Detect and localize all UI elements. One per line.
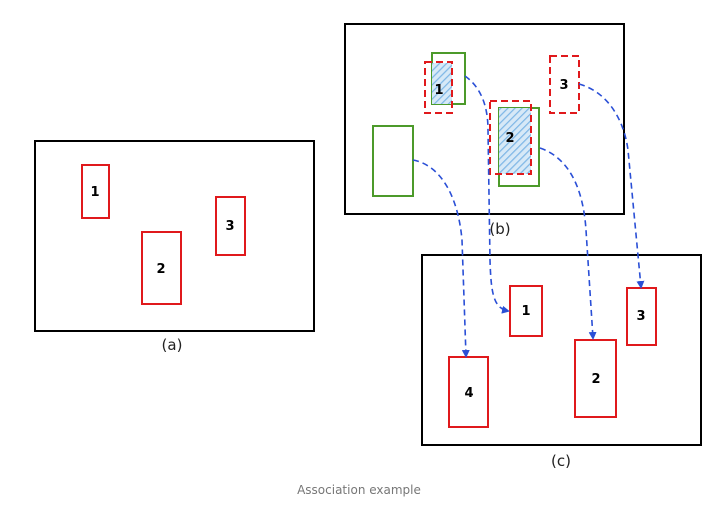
panel-c: 1 2 3 4 (c)	[421, 254, 702, 470]
arrow-box-2	[539, 147, 597, 340]
panel-c-frame	[421, 254, 702, 446]
panel-b-overlap-2	[499, 108, 531, 174]
panel-a-box-1	[81, 164, 110, 219]
figure-caption: Association example	[297, 483, 421, 497]
panel-c-box-1	[509, 285, 543, 337]
association-arrows	[412, 75, 645, 358]
panel-a-box-1-label: 1	[90, 185, 99, 200]
panel-a-box-3	[215, 196, 246, 256]
panel-a-caption: (a)	[162, 336, 183, 354]
panel-c-box-1-label: 1	[521, 304, 530, 319]
panel-b-caption: (b)	[489, 220, 510, 238]
panel-b-detection-box-2	[489, 100, 532, 175]
panel-c-box-4-label: 4	[464, 386, 473, 401]
panel-c-box-2	[574, 339, 617, 418]
panel-b-detection-box-1	[424, 61, 453, 114]
panel-a: 1 2 3 (a)	[34, 140, 315, 354]
panel-c-box-2-label: 2	[591, 372, 600, 387]
panel-b-overlap-1	[432, 63, 452, 104]
arrow-unmatched-to-box-4	[412, 159, 470, 358]
panel-b-prediction-box-unmatched	[372, 125, 414, 197]
panel-a-box-3-label: 3	[225, 219, 234, 234]
panel-b-box-2-label: 2	[505, 131, 514, 146]
panel-c-caption: (c)	[551, 452, 571, 470]
panel-b-box-1-label: 1	[434, 83, 443, 98]
panel-b: 1 2 3 (b)	[344, 23, 625, 238]
panel-b-box-3-label: 3	[559, 78, 568, 93]
panel-a-box-2-label: 2	[156, 262, 165, 277]
arrow-box-3	[578, 83, 645, 289]
panel-a-box-2	[141, 231, 182, 305]
panel-a-frame	[34, 140, 315, 332]
panel-b-frame	[344, 23, 625, 215]
panel-c-box-3-label: 3	[636, 309, 645, 324]
